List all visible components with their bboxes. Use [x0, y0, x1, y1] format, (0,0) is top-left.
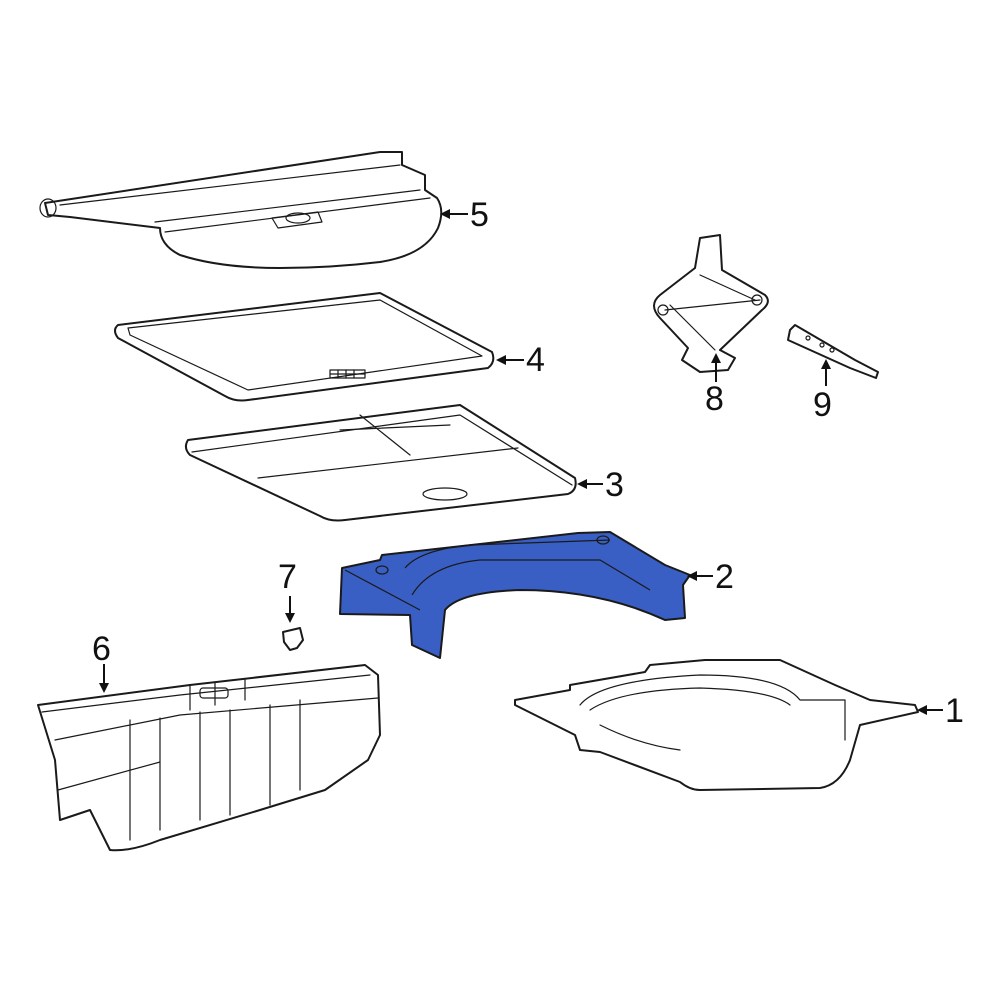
callout-8[interactable]: 8	[705, 380, 724, 418]
part-6-sill-trim[interactable]	[37, 664, 381, 852]
part-9-jack-handle[interactable]	[787, 324, 879, 379]
part-1-tire-well[interactable]	[514, 659, 919, 791]
callout-arrows	[99, 209, 943, 715]
callout-4[interactable]: 4	[526, 341, 545, 379]
callout-9[interactable]: 9	[813, 386, 832, 424]
callout-3[interactable]: 3	[605, 466, 624, 504]
part-4-cargo-mat[interactable]	[114, 292, 495, 402]
part-5-cargo-cover[interactable]	[39, 151, 443, 269]
callout-1[interactable]: 1	[945, 692, 964, 730]
part-2-highlighted-support[interactable]	[339, 531, 691, 659]
callout-7[interactable]: 7	[278, 558, 297, 596]
callout-6[interactable]: 6	[92, 630, 111, 668]
part-8-scissor-jack[interactable]	[653, 234, 769, 373]
callout-2[interactable]: 2	[715, 558, 734, 596]
callout-5[interactable]: 5	[470, 196, 489, 234]
part-7-clip[interactable]	[282, 627, 304, 651]
part-3-load-floor[interactable]	[184, 404, 577, 522]
